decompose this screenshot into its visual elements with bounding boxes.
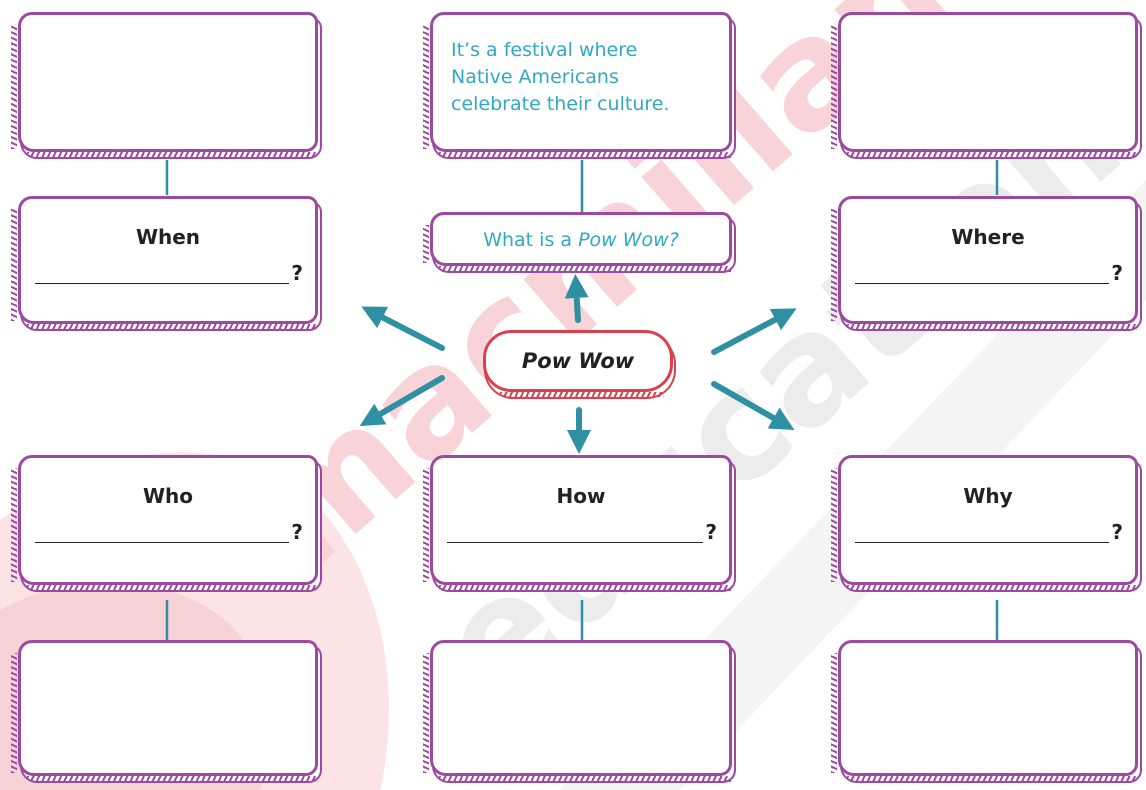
answer-text-what: It’s a festival where Native Americans c… <box>451 37 721 118</box>
answer-line-when[interactable] <box>35 283 289 284</box>
answer-box-who[interactable] <box>11 640 318 782</box>
answer-line-3: celebrate their culture. <box>451 93 670 115</box>
question-box-what: What is a Pow Wow? <box>423 212 732 272</box>
question-what-emph: Pow Wow? <box>578 229 679 251</box>
answer-line-why[interactable] <box>855 542 1109 543</box>
question-mark-who: ? <box>291 520 303 544</box>
center-topic-label: Pow Wow <box>521 349 635 373</box>
question-label-how: How <box>556 484 606 508</box>
answer-line-how[interactable] <box>447 542 703 543</box>
question-label-who: Who <box>142 484 194 508</box>
arrow-to-when <box>361 306 445 351</box>
answer-line-2: Native Americans <box>451 66 619 88</box>
answer-box-how[interactable] <box>423 640 732 782</box>
question-mark-why: ? <box>1111 520 1123 544</box>
question-mark-how: ? <box>705 520 717 544</box>
answer-line-where[interactable] <box>855 283 1109 284</box>
answer-line-who[interactable] <box>35 542 289 543</box>
question-what-prefix: What is a <box>483 229 579 251</box>
arrow-to-what <box>564 274 589 323</box>
question-box-why: Why ? <box>831 455 1138 591</box>
question-box-when: When ? <box>11 196 318 330</box>
question-label-where: Where <box>951 225 1025 249</box>
answer-line-1: It’s a festival where <box>451 39 638 61</box>
question-box-where: Where ? <box>831 196 1138 330</box>
question-mark-when: ? <box>291 261 303 285</box>
question-box-how: How ? <box>423 455 732 591</box>
answer-box-where[interactable] <box>831 12 1138 158</box>
question-what: What is a Pow Wow? <box>433 229 729 251</box>
answer-box-when[interactable] <box>11 12 318 158</box>
arrow-to-why <box>711 381 795 430</box>
answer-box-what: It’s a festival where Native Americans c… <box>423 12 732 158</box>
question-label-when: When <box>135 225 201 249</box>
answer-box-why[interactable] <box>831 640 1138 782</box>
question-label-why: Why <box>963 484 1013 508</box>
arrow-to-who <box>359 375 445 427</box>
question-box-who: Who ? <box>11 455 318 591</box>
question-mark-where: ? <box>1111 261 1123 285</box>
arrow-to-where <box>711 308 797 355</box>
center-topic: Pow Wow <box>483 330 673 397</box>
